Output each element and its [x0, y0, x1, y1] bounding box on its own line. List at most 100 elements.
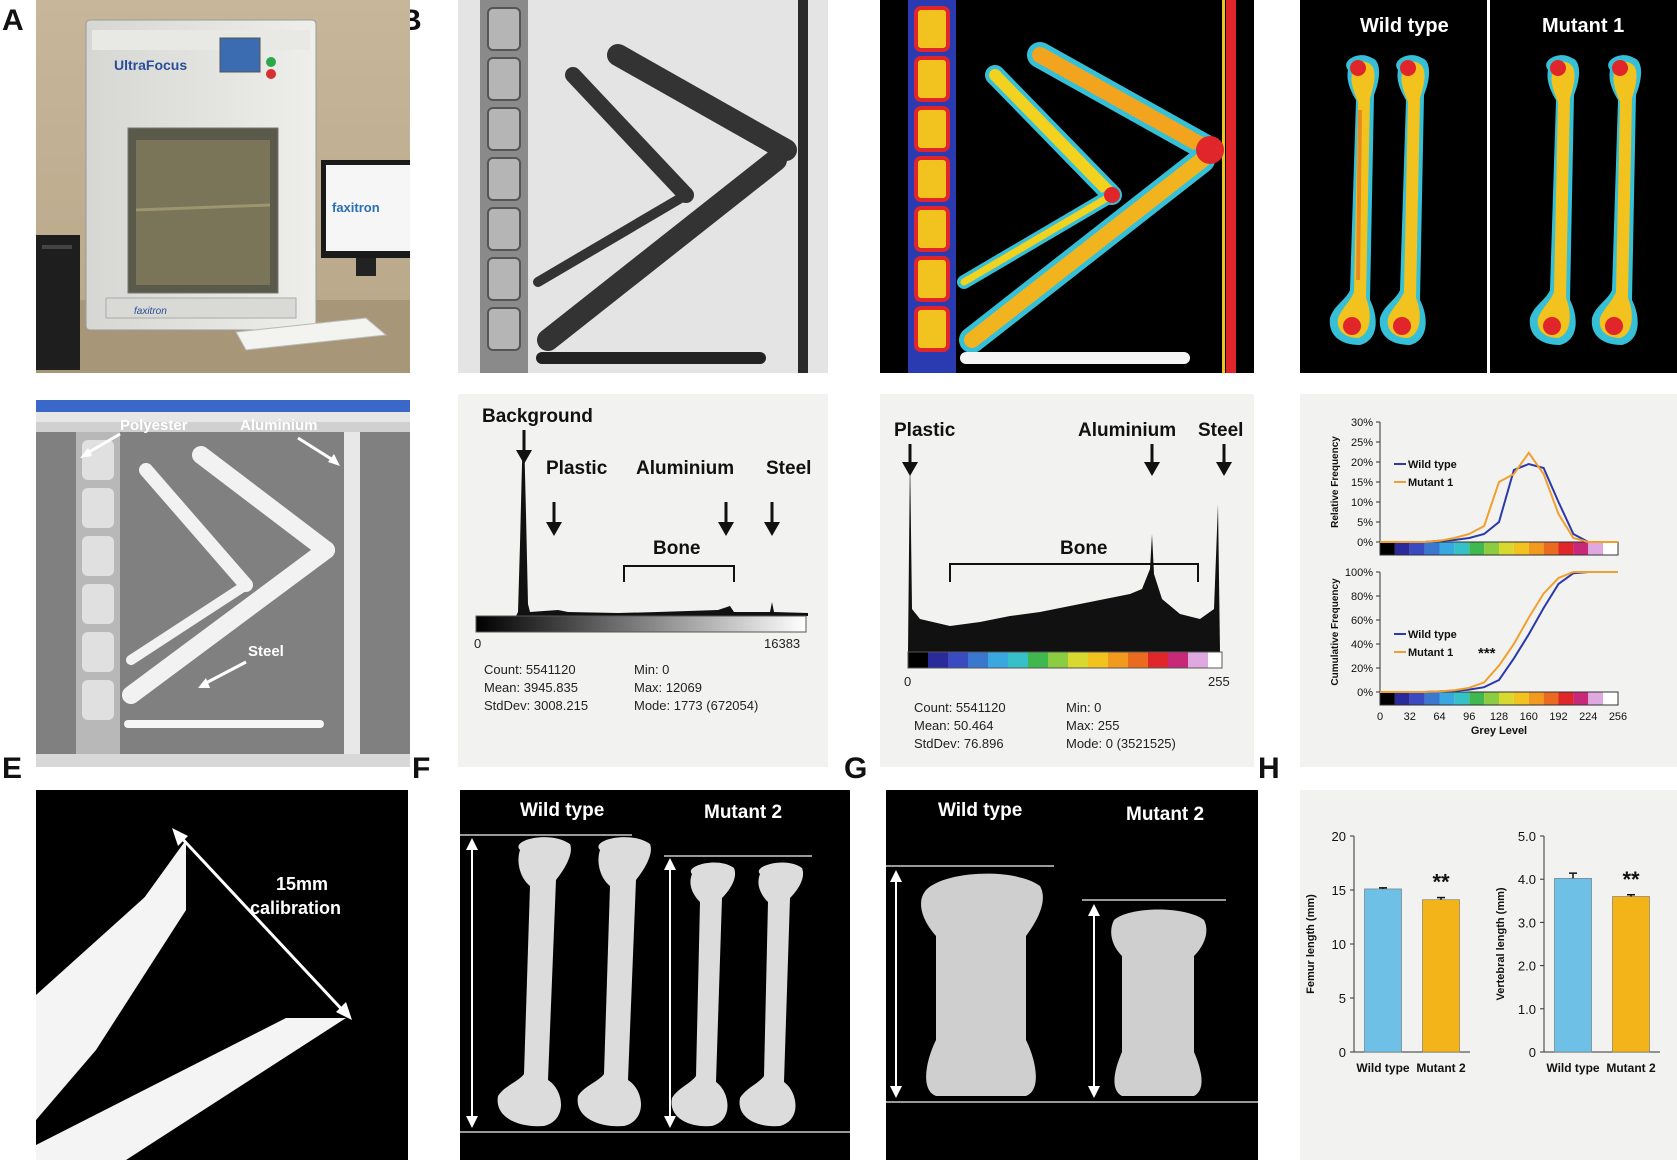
d0-colour-cell [1454, 542, 1470, 555]
d0-colour-cell [1380, 542, 1395, 555]
f-wild-type-label: Wild type [520, 800, 604, 821]
faxitron-monitor-logo: faxitron [332, 200, 380, 215]
d1-colour-cell [1484, 692, 1499, 705]
c-plastic-label: Plastic [894, 420, 956, 441]
b-bone-label: Bone [653, 538, 701, 559]
d0-colour-cell [1513, 542, 1529, 555]
d1-colour-cell [1603, 692, 1618, 705]
d0-y-tick-label: 20% [1351, 457, 1373, 469]
g-mutant-label: Mutant 2 [1126, 804, 1204, 825]
d1-colour-cell [1424, 692, 1440, 705]
d1-legend-label: Mutant 1 [1408, 647, 1453, 659]
d1-colour-cell [1573, 692, 1589, 705]
h0-y-tick-label: 20 [1332, 829, 1346, 844]
d0-colour-cell [1603, 542, 1618, 555]
polyester-label: Polyester [120, 417, 188, 434]
d1-colour-bar-frame [1379, 691, 1619, 706]
h1-y-tick-label: 3.0 [1518, 915, 1536, 930]
h0-y-tick-label: 5 [1339, 991, 1346, 1006]
d1-x-tick-label: 224 [1579, 711, 1597, 723]
d0-y-tick-label: 5% [1357, 517, 1373, 529]
d0-colour-cell [1573, 542, 1589, 555]
d1-x-tick-label: 64 [1433, 711, 1445, 723]
h1-y-label: Vertebral length (mm) [1495, 887, 1507, 1000]
d0-colour-cell [1484, 542, 1499, 555]
d0-colour-cell [1469, 542, 1485, 555]
c-axis-min: 0 [904, 674, 911, 689]
d0-colour-cell [1394, 542, 1410, 555]
b-steel-label: Steel [766, 458, 811, 479]
d0-colour-cell [1588, 542, 1604, 555]
d1-x-tick-label: 96 [1463, 711, 1475, 723]
h1-bar-mutant-2 [1612, 896, 1650, 1053]
d1-colour-cell [1513, 692, 1529, 705]
d1-x-tick-label: 160 [1520, 711, 1538, 723]
d0-colour-cell [1424, 542, 1440, 555]
h0-x-tick-label: Wild type [1356, 1061, 1410, 1075]
c-aluminium-label: Aluminium [1078, 420, 1176, 441]
d0-colour-cell [1558, 542, 1574, 555]
h0-bar-mutant-2 [1422, 899, 1460, 1053]
h1-x-tick-label: Mutant 2 [1606, 1061, 1656, 1075]
d0-y-tick-label: 25% [1351, 437, 1373, 449]
c-bone-label: Bone [1060, 538, 1108, 559]
d0-y-tick-label: 15% [1351, 477, 1373, 489]
panel-c-histogram: Plastic Aluminium Steel Bone [880, 394, 1254, 767]
panel-c-xray [880, 0, 1254, 373]
d0-y-label: Relative Frequency [1330, 436, 1341, 528]
panel-label-g: G [844, 752, 868, 785]
d1-x-tick-label: 0 [1377, 711, 1383, 723]
d1-x-label: Grey Level [1471, 725, 1527, 737]
panel-label-a: A [2, 4, 24, 37]
h0-significance: ** [1432, 870, 1450, 895]
aluminium-label: Aluminium [240, 417, 318, 434]
b-stat-mode: Mode: 1773 (672054) [634, 698, 758, 713]
d1-y-tick-label: 20% [1351, 663, 1373, 675]
d1-significance: *** [1478, 645, 1496, 662]
d0-series-mutant-1 [1380, 451, 1618, 543]
d1-colour-cell [1499, 692, 1514, 705]
h1-y-tick-label: 2.0 [1518, 959, 1536, 974]
d0-y-tick-label: 0% [1357, 537, 1373, 549]
h1-significance: ** [1622, 867, 1640, 892]
c-histogram-trace [908, 454, 1220, 652]
g-wild-type-label: Wild type [938, 800, 1022, 821]
b-stat-max: Max: 12069 [634, 680, 702, 695]
c-axis-max: 255 [1208, 674, 1230, 689]
panel-a-photo: UltraFocus faxitron faxitron [36, 0, 410, 373]
d0-legend-label: Mutant 1 [1408, 477, 1453, 489]
c-colour-bar [907, 651, 1223, 669]
panel-b-xray [458, 0, 828, 373]
b-axis-min: 0 [474, 636, 481, 651]
ultrafocus-logo: UltraFocus [114, 57, 187, 73]
d-wild-type-label: Wild type [1360, 15, 1449, 37]
panel-label-h: H [1258, 752, 1280, 785]
panel-g-vertebra-xray: Wild type Mutant 2 [886, 790, 1258, 1160]
power-button-icon [266, 57, 276, 67]
steel-label: Steel [248, 643, 284, 660]
d0-colour-cell [1528, 542, 1544, 555]
c-stat-min: Min: 0 [1066, 700, 1101, 715]
d1-x-tick-label: 192 [1549, 711, 1567, 723]
d1-y-tick-label: 80% [1351, 591, 1373, 603]
e-calibration-label-1: 15mm [276, 874, 328, 894]
d0-colour-bar-frame [1379, 541, 1619, 556]
faxitron-front-logo: faxitron [134, 306, 167, 317]
d0-colour-cell [1499, 542, 1514, 555]
d0-colour-cell [1543, 542, 1559, 555]
h0-bar-wild-type [1364, 888, 1402, 1053]
c-stat-max: Max: 255 [1066, 718, 1119, 733]
h0-y-tick-label: 10 [1332, 937, 1346, 952]
b-stat-mean: Mean: 3945.835 [484, 680, 578, 695]
panel-label-e: E [2, 752, 23, 785]
panel-label-f: F [412, 752, 431, 785]
h1-y-tick-label: 1.0 [1518, 1002, 1536, 1017]
d1-x-tick-label: 256 [1609, 711, 1627, 723]
b-stat-count: Count: 5541120 [484, 662, 576, 677]
d1-y-tick-label: 40% [1351, 639, 1373, 651]
d1-y-tick-label: 60% [1351, 615, 1373, 627]
d1-colour-cell [1394, 692, 1410, 705]
d1-x-tick-label: 32 [1404, 711, 1416, 723]
